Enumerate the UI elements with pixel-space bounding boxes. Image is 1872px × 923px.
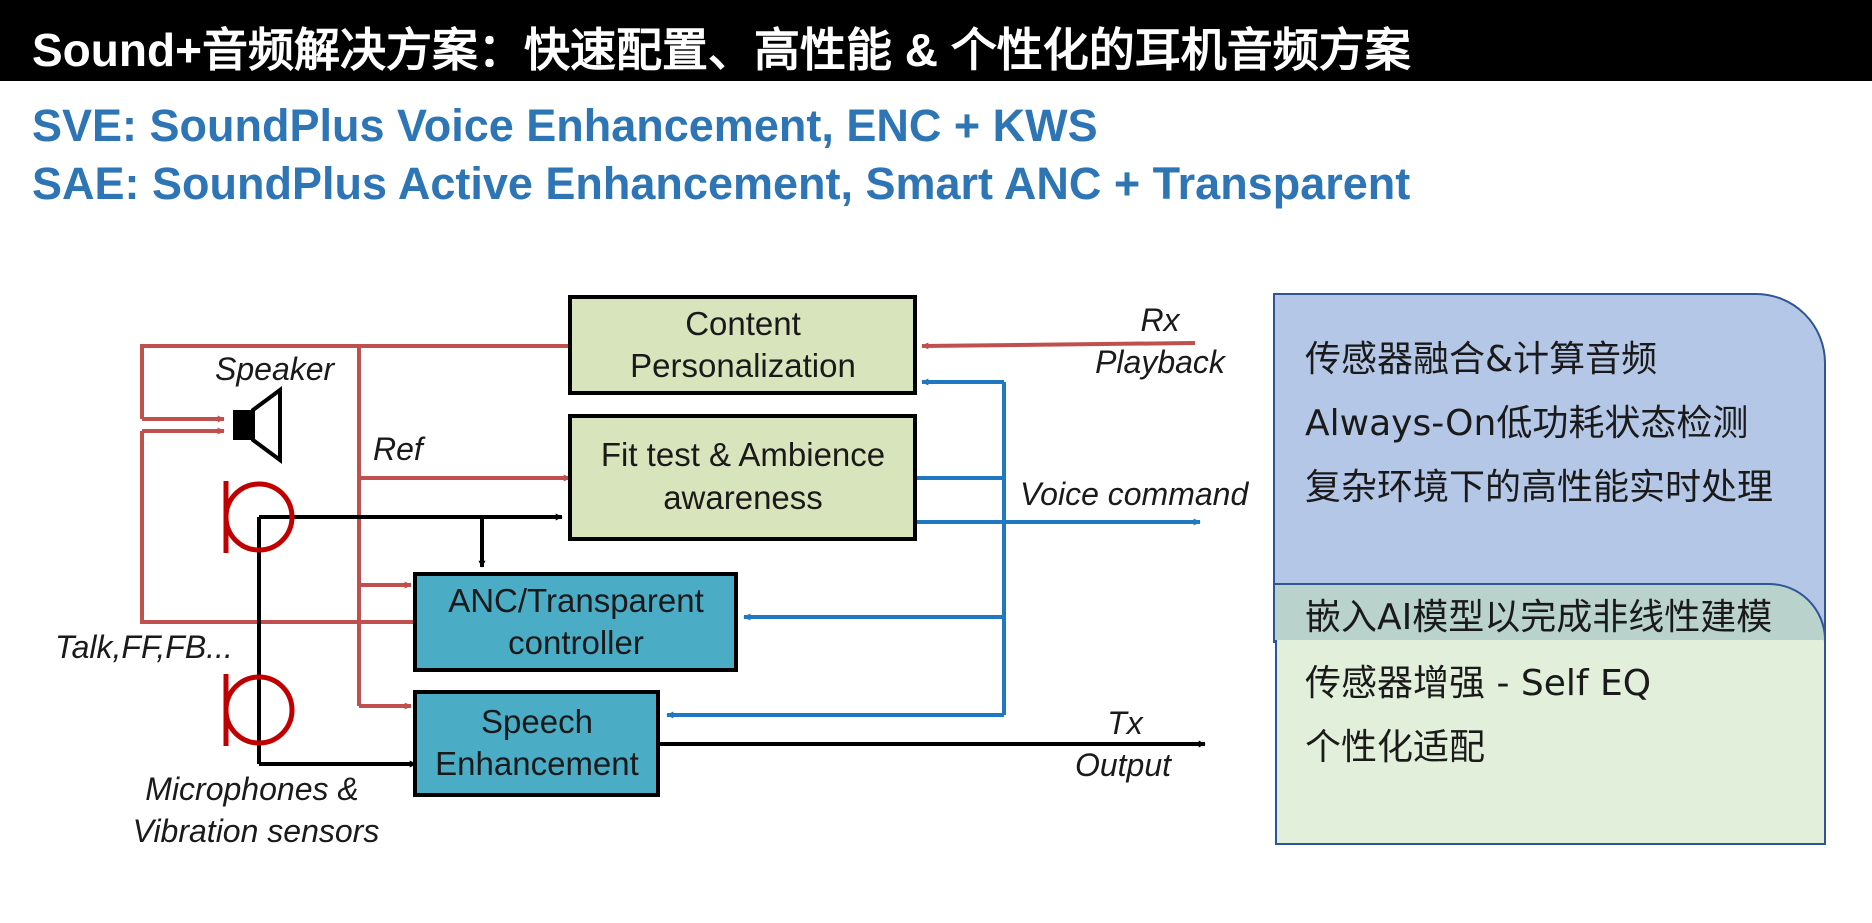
block-speech-line1: Speech: [481, 703, 593, 740]
feature-panel-band: [1275, 583, 1826, 640]
block-anc-controller: ANC/Transparent controller: [413, 572, 738, 672]
feature-item-personalization: 个性化适配: [1305, 727, 1486, 768]
block-anc-line2: controller: [508, 624, 644, 661]
label-ref: Ref: [373, 431, 426, 467]
feature-item-sensor-fusion: 传感器融合&计算音频: [1305, 339, 1658, 380]
feature-item-realtime: 复杂环境下的高性能实时处理: [1305, 467, 1774, 508]
title-bar: Sound+音频解决方案：快速配置、高性能 & 个性化的耳机音频方案: [0, 0, 1872, 81]
subtitle-sve: SVE: SoundPlus Voice Enhancement, ENC + …: [32, 100, 1098, 151]
block-content-line2: Personalization: [630, 347, 856, 384]
block-anc-line1: ANC/Transparent: [448, 582, 704, 619]
page-title: Sound+音频解决方案：快速配置、高性能 & 个性化的耳机音频方案: [32, 24, 1411, 76]
block-speech-enhancement: Speech Enhancement: [413, 690, 660, 797]
black-signal-lines: [257, 513, 1206, 768]
rx-playback-arrow: [921, 341, 1196, 350]
label-tx: Tx: [1107, 705, 1144, 741]
speaker-icon: [233, 386, 282, 464]
content-to-speaker-line: [140, 344, 570, 419]
feature-item-always-on: Always-On低功耗状态检测: [1305, 403, 1749, 444]
subtitle-sae: SAE: SoundPlus Active Enhancement, Smart…: [32, 158, 1411, 209]
block-fit-test: Fit test & Ambience awareness: [568, 414, 917, 541]
label-talk: Talk,FF,FB...: [55, 629, 233, 665]
block-speech-line2: Enhancement: [435, 745, 639, 782]
block-fit-line1: Fit test & Ambience: [601, 436, 885, 473]
label-mic-line1: Microphones &: [145, 771, 358, 807]
label-speaker: Speaker: [215, 351, 336, 387]
label-voice-command: Voice command: [1020, 476, 1249, 512]
label-output: Output: [1075, 747, 1172, 783]
feature-item-ai-model: 嵌入AI模型以完成非线性建模: [1305, 597, 1773, 638]
red-signal-lines: [140, 341, 1196, 710]
block-fit-line2: awareness: [663, 479, 823, 516]
feedback-loop-line: [140, 431, 416, 624]
feature-item-self-eq: 传感器增强 - Self EQ: [1305, 663, 1652, 704]
label-rx: Rx: [1140, 302, 1180, 338]
block-content-personalization: Content Personalization: [568, 295, 917, 395]
blue-signal-lines: [666, 378, 1201, 719]
label-mic-line2: Vibration sensors: [133, 813, 380, 849]
block-content-line1: Content: [685, 305, 801, 342]
microphone-icon-bottom: [223, 674, 295, 746]
microphone-icon-top: [223, 481, 295, 553]
label-playback: Playback: [1095, 344, 1227, 380]
